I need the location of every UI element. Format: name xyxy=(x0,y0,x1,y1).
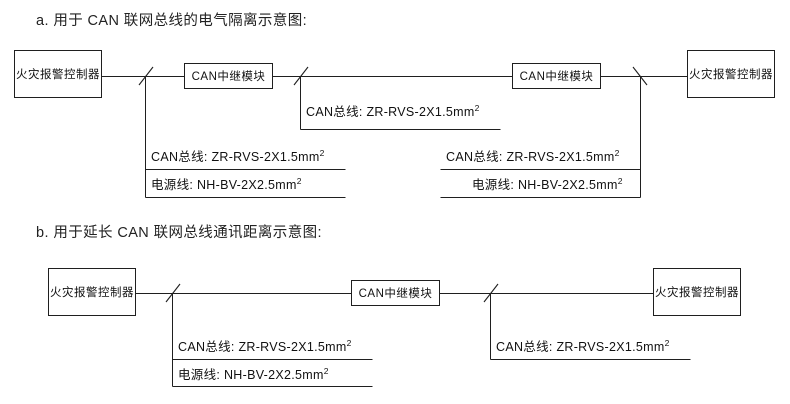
annotation-a-right-power: 电源线: NH-BV-2X2.5mm2 xyxy=(472,175,623,192)
annotation-a-left-power-spec: NH-BV-2X2.5mm xyxy=(196,178,297,192)
box-a-fire-panel-right xyxy=(687,50,775,98)
box-b-can-repeater xyxy=(351,280,440,306)
slash-a-1 xyxy=(138,66,154,86)
annotation-b-right-can-bus: CAN总线: ZR-RVS-2X1.5mm2 xyxy=(496,337,670,354)
annotation-a-right-power-spec: NH-BV-2X2.5mm xyxy=(517,178,618,192)
box-b-fire-panel-left xyxy=(48,268,136,316)
slash-b-1 xyxy=(165,283,181,303)
annotation-a-right-can-name: CAN总线: xyxy=(446,150,507,164)
annotation-b-left-can-bus: CAN总线: ZR-RVS-2X1.5mm2 xyxy=(178,337,352,354)
annotation-a-left-can-name: CAN总线: xyxy=(151,150,212,164)
annotation-a-mid-name: CAN总线: xyxy=(306,105,367,119)
annotation-b-left-power-name: 电源线: xyxy=(178,368,224,382)
annotation-a-left-power-exp: 2 xyxy=(296,175,302,186)
annotation-a-left-can-spec: ZR-RVS-2X1.5mm xyxy=(211,150,320,164)
annotation-b-left-power: 电源线: NH-BV-2X2.5mm2 xyxy=(178,365,329,382)
slash-b-2 xyxy=(483,283,499,303)
slash-a-3 xyxy=(632,66,648,86)
slash-a-2 xyxy=(293,66,309,86)
annotation-a-mid-can-bus: CAN总线: ZR-RVS-2X1.5mm2 xyxy=(306,102,480,119)
box-b-fire-panel-right xyxy=(653,268,741,316)
box-a-can-repeater-right xyxy=(512,63,601,89)
annotation-b-right-can-spec: ZR-RVS-2X1.5mm xyxy=(556,340,665,354)
annotation-a-mid-exp: 2 xyxy=(474,102,480,113)
annotation-b-left-can-spec: ZR-RVS-2X1.5mm xyxy=(238,340,347,354)
box-a-can-repeater-left xyxy=(184,63,273,89)
annotation-b-right-can-exp: 2 xyxy=(664,337,670,348)
annotation-a-left-power-name: 电源线: xyxy=(151,178,197,192)
annotation-a-left-power: 电源线: NH-BV-2X2.5mm2 xyxy=(151,175,302,192)
annotation-a-mid-spec: ZR-RVS-2X1.5mm xyxy=(366,105,475,119)
annotation-b-left-power-spec: NH-BV-2X2.5mm xyxy=(223,368,324,382)
annotation-a-left-can-exp: 2 xyxy=(319,147,325,158)
annotation-a-right-can-spec: ZR-RVS-2X1.5mm xyxy=(506,150,615,164)
annotation-a-left-can-bus: CAN总线: ZR-RVS-2X1.5mm2 xyxy=(151,147,325,164)
diagram-a-caption: a. 用于 CAN 联网总线的电气隔离示意图: xyxy=(36,13,308,29)
annotation-a-right-can-bus: CAN总线: ZR-RVS-2X1.5mm2 xyxy=(446,147,620,164)
annotation-b-left-power-exp: 2 xyxy=(323,365,329,376)
annotation-a-right-can-exp: 2 xyxy=(614,147,620,158)
annotation-a-right-power-name: 电源线: xyxy=(472,178,518,192)
annotation-b-right-can-name: CAN总线: xyxy=(496,340,557,354)
annotation-a-right-power-exp: 2 xyxy=(617,175,623,186)
annotation-b-left-can-name: CAN总线: xyxy=(178,340,239,354)
diagram-b-caption: b. 用于延长 CAN 联网总线通讯距离示意图: xyxy=(36,225,322,241)
box-a-fire-panel-left xyxy=(14,50,102,98)
annotation-b-left-can-exp: 2 xyxy=(346,337,352,348)
